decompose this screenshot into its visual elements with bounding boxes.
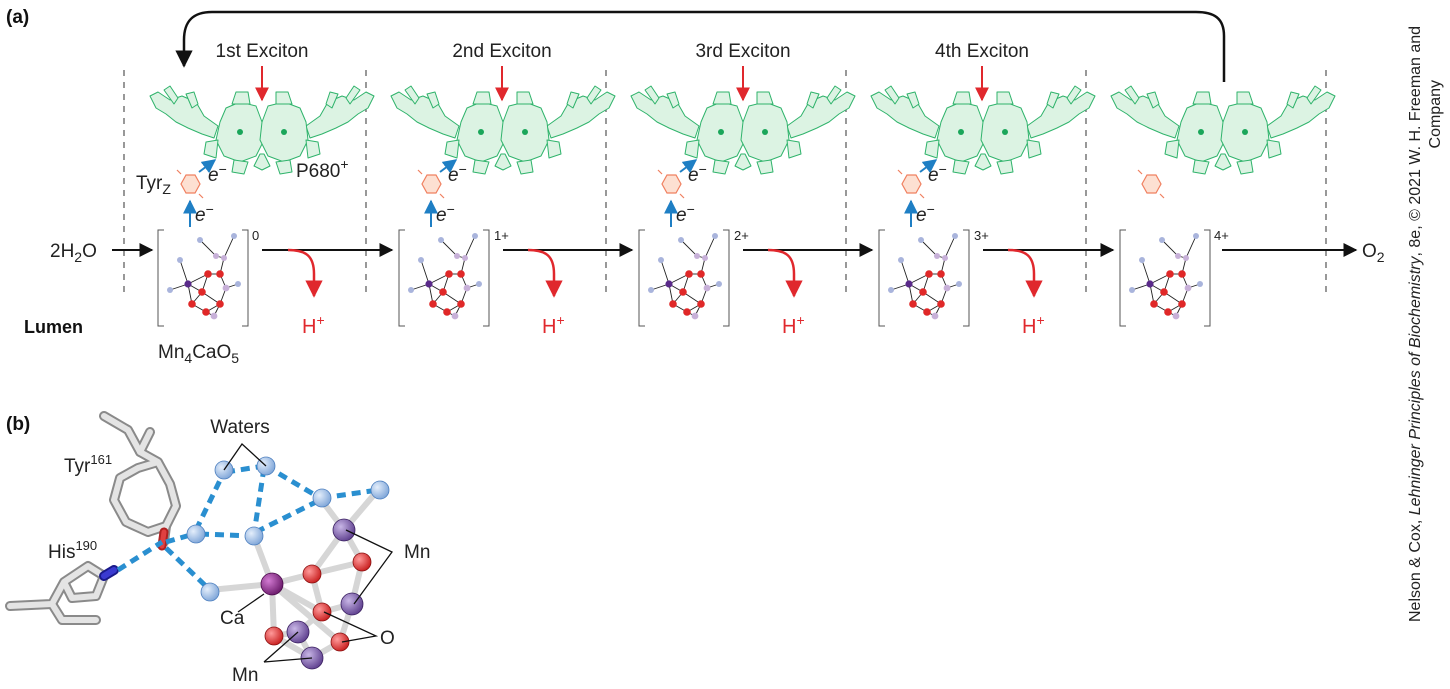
proton-arrow-1 [288, 250, 314, 296]
svg-text:Nelson & Cox, Lehninger Princi: Nelson & Cox, Lehninger Principles of Bi… [1407, 26, 1424, 622]
lumen-label: Lumen [24, 317, 83, 337]
svg-text:e−: e− [195, 201, 214, 226]
water-atoms [186, 456, 390, 602]
waters-label: Waters [210, 417, 269, 438]
mn-label-upper: Mn [404, 542, 430, 563]
o-label: O [380, 628, 395, 649]
copyright-credit: Nelson & Cox, Lehninger Principles of Bi… [1407, 26, 1444, 622]
label-leader-lines [223, 443, 393, 663]
svg-text:0: 0 [252, 228, 259, 243]
tyrz-label: TyrZ [136, 173, 171, 197]
svg-text:H+: H+ [782, 312, 805, 338]
tyr161-label: Tyr161 [64, 452, 112, 477]
calcium-atom [260, 572, 284, 596]
tyr161-stick [99, 411, 181, 551]
svg-text:1+: 1+ [494, 228, 509, 243]
svg-text:H+: H+ [302, 312, 325, 338]
mn-cluster-s1 [398, 229, 490, 327]
exciton-label-3: 3rd Exciton [695, 41, 790, 62]
mn-cluster-s0 [157, 229, 249, 327]
tyrosine-z-2 [417, 169, 445, 199]
oxygen-atoms [264, 552, 372, 652]
svg-text:e−: e− [436, 201, 455, 226]
proton-arrow-4 [1008, 250, 1034, 296]
tyrosine-z-5 [1137, 169, 1165, 199]
tyrosine-z-4 [897, 169, 925, 199]
svg-text:e−: e− [688, 161, 707, 186]
svg-text:e−: e− [928, 161, 947, 186]
svg-text:3+: 3+ [974, 228, 989, 243]
panel-b-label: (b) [6, 414, 30, 435]
tyrosine-z-3 [657, 169, 685, 199]
svg-text:e−: e− [448, 161, 467, 186]
p680-label: P680+ [296, 156, 349, 182]
oxidation-states: 0 1+ 2+ 3+ 4+ [252, 228, 1229, 243]
cycle-return-arrow [175, 10, 1226, 82]
panel-a-label: (a) [6, 7, 29, 28]
tyrosine-z-1 [176, 169, 204, 199]
svg-text:e−: e− [208, 161, 227, 186]
svg-text:4+: 4+ [1214, 228, 1229, 243]
proton-arrow-2 [528, 250, 554, 296]
ca-label: Ca [220, 608, 245, 629]
exciton-arrows [255, 66, 989, 102]
svg-text:e−: e− [676, 201, 695, 226]
his190-label: His190 [48, 538, 97, 563]
water-label: 2H2O [50, 241, 97, 265]
p680-molecule-5 [1110, 85, 1336, 175]
exciton-label-4: 4th Exciton [935, 41, 1029, 62]
mn-cluster-s2 [638, 229, 730, 327]
cluster-formula: Mn4CaO5 [158, 342, 239, 366]
oxygen-label: O2 [1362, 241, 1385, 265]
svg-text:H+: H+ [1022, 312, 1045, 338]
exciton-label-2: 2nd Exciton [452, 41, 551, 62]
svg-text:e−: e− [916, 201, 935, 226]
svg-text:2+: 2+ [734, 228, 749, 243]
electron-labels: e− e− e− e− e− e− e− e− [195, 161, 947, 226]
exciton-label-1: 1st Exciton [216, 41, 309, 62]
proton-labels: H+ H+ H+ H+ [302, 312, 1045, 338]
mn-cluster-s4 [1119, 229, 1211, 327]
proton-arrow-3 [768, 250, 794, 296]
svg-text:Company: Company [1427, 80, 1444, 148]
mn-label-lower: Mn [232, 665, 258, 686]
mn-cluster-s3 [878, 229, 970, 327]
his190-stick [5, 561, 119, 625]
svg-text:H+: H+ [542, 312, 565, 338]
